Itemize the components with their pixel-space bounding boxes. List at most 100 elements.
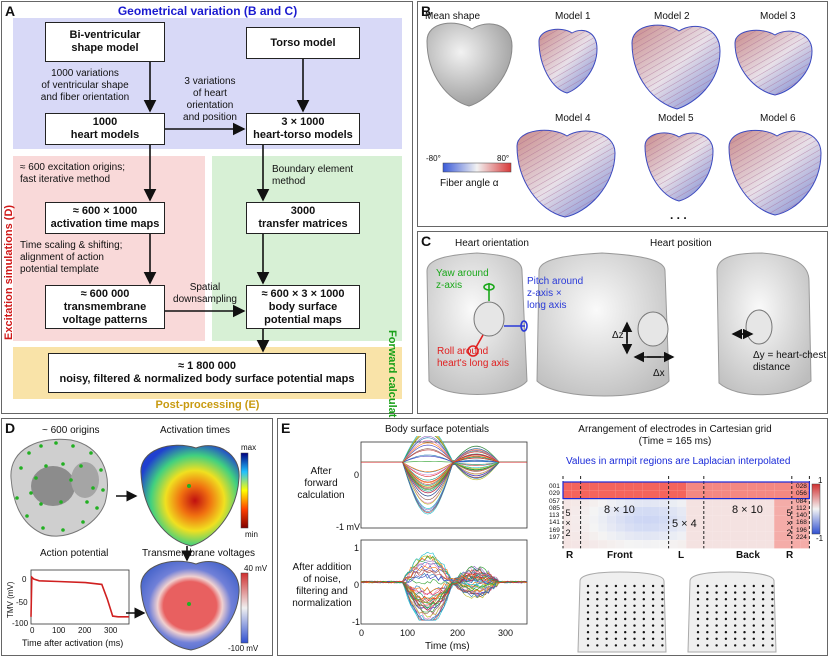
electrode-cell <box>783 506 792 516</box>
electrode-dot <box>642 644 645 647</box>
electrode-cell <box>607 490 616 499</box>
electrode-cell <box>791 540 801 549</box>
electrode-dot <box>761 624 765 627</box>
electrode-cell <box>756 515 766 524</box>
activation-colorbar <box>240 452 249 529</box>
electrode-dot <box>651 631 655 634</box>
electrode-dot <box>661 624 664 627</box>
panel-b-label: B <box>421 3 432 19</box>
electrode-dot <box>605 631 608 634</box>
panel-d-svg <box>10 438 249 651</box>
electrode-cell <box>642 506 651 516</box>
electrode-dot <box>633 598 636 601</box>
electrode-cell <box>615 540 625 549</box>
electrode-cell <box>756 531 766 541</box>
electrode-dot <box>661 637 664 640</box>
electrode-cell <box>651 490 660 499</box>
electrode-cell <box>703 490 713 499</box>
electrode-cell <box>615 490 625 499</box>
electrode-cell <box>721 515 731 524</box>
electrode-dot <box>642 591 645 594</box>
electrode-dot <box>624 604 627 607</box>
electrode-cell <box>800 540 810 549</box>
electrode-cell <box>589 482 599 491</box>
bsp-trace <box>361 457 527 494</box>
electrode-cell <box>783 540 792 549</box>
electrode-dot <box>661 591 664 594</box>
bsp-xtick-2: 200 <box>450 628 466 638</box>
electrode-cell <box>668 498 678 507</box>
electrode-cell <box>651 482 660 491</box>
electrode-dot <box>596 598 599 601</box>
electrode-cell <box>624 506 634 516</box>
electrode-cell <box>589 540 599 549</box>
heart-in-torso-3 <box>745 309 773 345</box>
electrode-id: 028 <box>796 483 807 490</box>
bottom-label-back: Back <box>736 550 760 561</box>
electrode-dot <box>586 644 590 647</box>
electrode-cell <box>633 482 643 491</box>
transmembrane-label: Transmembrane voltages <box>142 548 256 559</box>
electrode-cell <box>756 490 766 499</box>
electrode-cell <box>791 523 801 532</box>
heart-models-svg <box>426 22 822 218</box>
electrode-cell <box>712 506 722 516</box>
electrode-cell <box>598 515 607 524</box>
electrode-dot <box>696 644 700 647</box>
bottom-label-l: L <box>678 550 685 561</box>
electrode-cell <box>712 540 722 549</box>
electrode-cell <box>633 523 643 532</box>
electrode-grid <box>562 476 810 549</box>
electrode-cell <box>800 482 810 491</box>
electrode-cell <box>607 515 616 524</box>
electrode-cell <box>730 498 739 507</box>
fiber-cbar-max: 80° <box>497 154 510 163</box>
electrode-dot <box>586 617 590 621</box>
electrode-dot <box>642 611 645 614</box>
electrode-dot <box>586 637 590 640</box>
electrode-cell <box>703 540 713 549</box>
electrode-cell <box>563 523 572 532</box>
electrode-dot <box>614 637 618 640</box>
electrode-dot <box>752 584 755 588</box>
electrode-dot <box>596 637 599 640</box>
fiber-cbar-title: Fiber angle α <box>440 178 499 189</box>
electrode-cell <box>659 540 669 549</box>
ap-xlabel: Time after activation (ms) <box>22 638 124 648</box>
electrode-cell <box>571 506 581 516</box>
electrode-dot <box>605 598 608 601</box>
electrode-dot <box>605 637 608 640</box>
model-1-label: Model 1 <box>555 11 591 22</box>
electrode-cell <box>589 498 599 507</box>
electrode-dot <box>706 611 709 614</box>
bsp-bottom-traces <box>360 551 528 621</box>
panel-d-label: D <box>5 420 16 436</box>
electrode-cell <box>747 523 757 532</box>
electrode-cell <box>695 498 704 507</box>
electrode-dot <box>715 637 718 640</box>
after-noise-label: After addition of noise, filtering and n… <box>292 562 352 609</box>
electrode-cell <box>747 482 757 491</box>
mean-shape-heart <box>426 22 513 107</box>
electrode-dot <box>596 617 599 621</box>
electrode-cell <box>703 498 713 507</box>
electrode-dot <box>743 604 746 607</box>
electrode-dot <box>743 624 746 627</box>
electrode-dot <box>642 631 645 634</box>
electrode-cell <box>651 515 660 524</box>
model-2-heart <box>631 24 721 110</box>
electrode-dot <box>706 617 709 621</box>
electrode-dot <box>761 644 765 647</box>
electrode-cell <box>677 482 687 491</box>
electrode-dot <box>624 598 627 601</box>
electrode-dot <box>596 604 599 607</box>
electrode-cell <box>695 490 704 499</box>
electrode-cell <box>756 498 766 507</box>
bsp-plots-svg <box>360 436 528 625</box>
roll-label: Roll around heart's long axis <box>437 346 509 369</box>
electrode-cell <box>739 515 748 524</box>
electrode-id: 057 <box>549 497 560 505</box>
electrode-cell <box>756 482 766 491</box>
electrode-dot <box>633 604 636 607</box>
